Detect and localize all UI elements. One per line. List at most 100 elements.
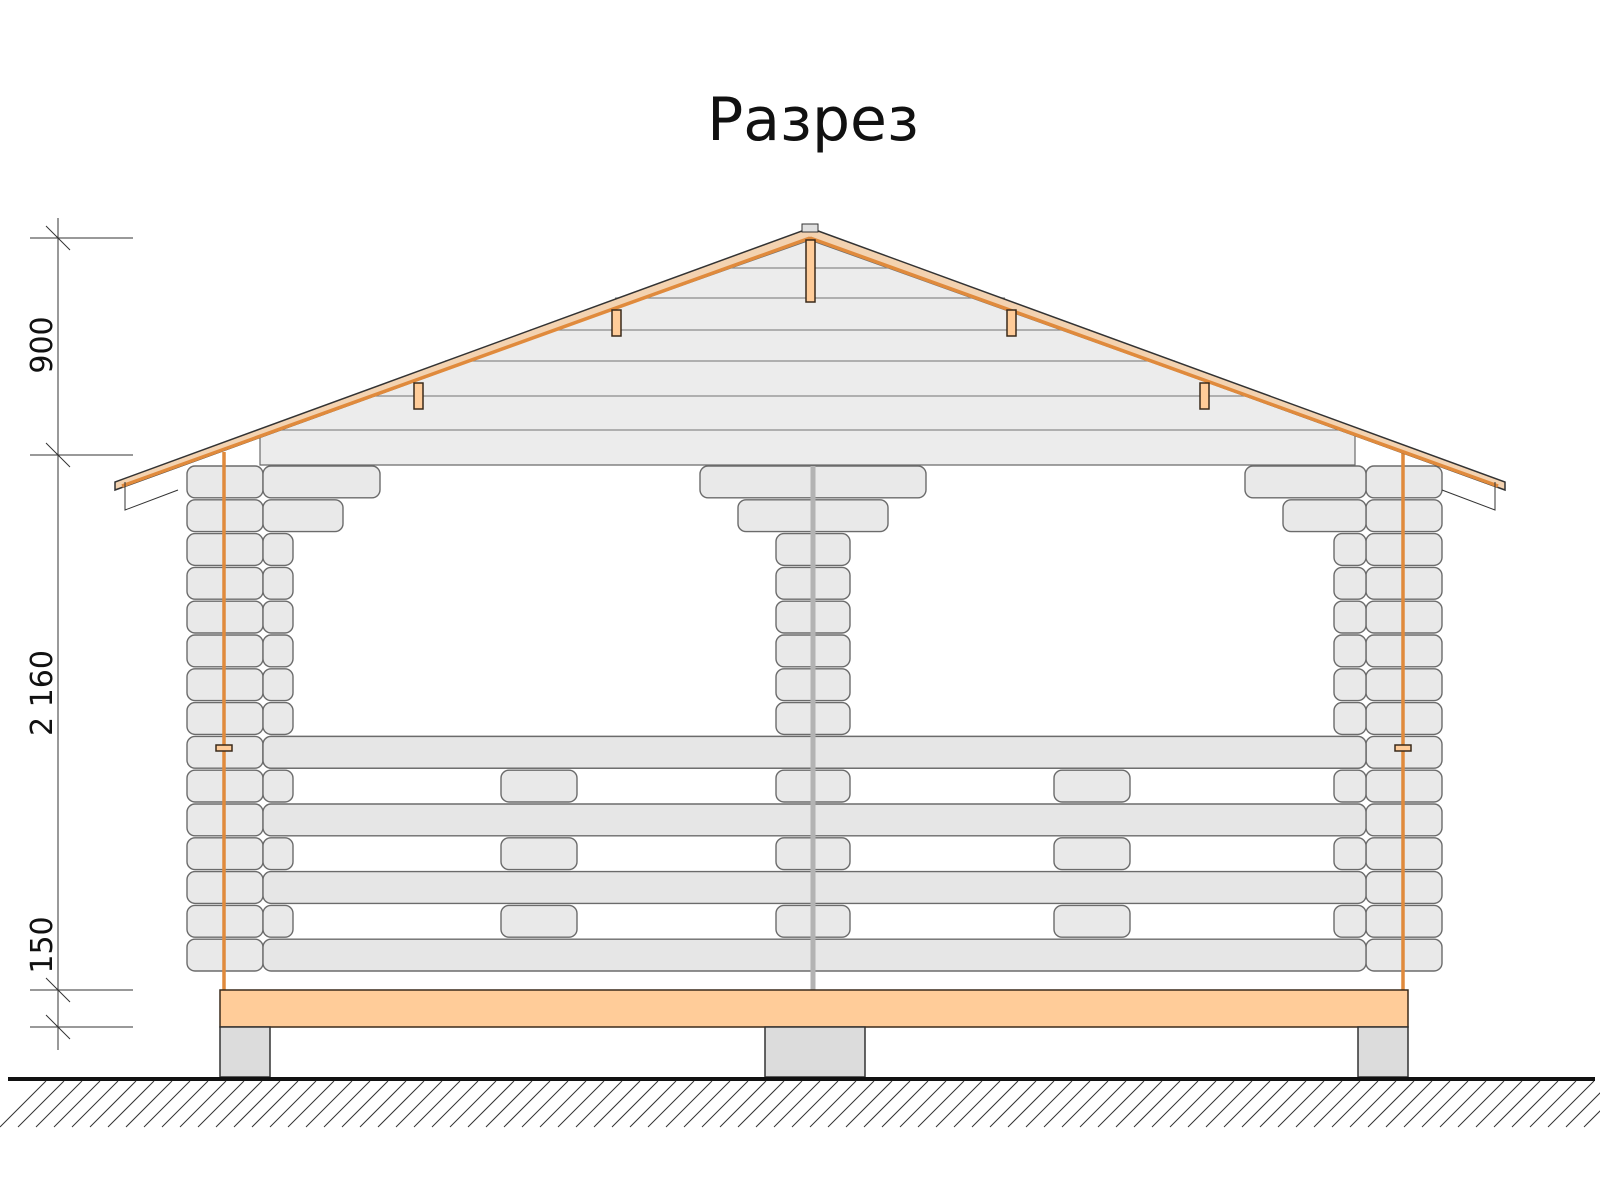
hatch-line [989, 1080, 1037, 1128]
log [1282, 499, 1367, 533]
ground [0, 1077, 1600, 1128]
hatch-line [701, 1080, 749, 1128]
hatch-line [1313, 1080, 1361, 1128]
log [500, 837, 578, 871]
log [1333, 634, 1367, 668]
hatch-line [881, 1080, 929, 1128]
hatch-line [449, 1080, 497, 1128]
hatch-line [971, 1080, 1019, 1128]
hatch-line [431, 1080, 479, 1128]
hatch-line [557, 1080, 605, 1128]
log [262, 532, 294, 567]
log [1333, 668, 1367, 702]
floor-beam [219, 989, 1409, 1028]
hatch-line [323, 1080, 371, 1128]
hatch-line [935, 1080, 983, 1128]
hatch-line [467, 1080, 515, 1128]
drawing-title: Разрез [707, 85, 919, 155]
hatch-line [539, 1080, 587, 1128]
hatch-line [503, 1080, 551, 1128]
hatch-line [1511, 1080, 1559, 1128]
log [262, 600, 294, 634]
hatch-line [233, 1080, 281, 1128]
hatch-line [1241, 1080, 1289, 1128]
hatch-line [773, 1080, 821, 1128]
log [1333, 600, 1367, 634]
log [1333, 904, 1367, 938]
ridge-post [805, 239, 816, 303]
log [1333, 701, 1367, 736]
roof [114, 223, 1506, 511]
log [262, 837, 294, 871]
hatch-line [953, 1080, 1001, 1128]
pier-right [1357, 1026, 1409, 1078]
hatch-line [575, 1080, 623, 1128]
log [1333, 532, 1367, 567]
hatch-line [35, 1080, 83, 1128]
hatch-line [1457, 1080, 1505, 1128]
hatch-line [287, 1080, 335, 1128]
hatch-line [1259, 1080, 1307, 1128]
hatch-line [395, 1080, 443, 1128]
dimension-base-height: 150 [25, 916, 60, 973]
hatch-line [1223, 1080, 1271, 1128]
hatch-line [1403, 1080, 1451, 1128]
log [1333, 837, 1367, 871]
hatch-line [791, 1080, 839, 1128]
hatch-line [107, 1080, 155, 1128]
pier-left [219, 1026, 271, 1078]
hatch-line [1097, 1080, 1145, 1128]
hatch-line [899, 1080, 947, 1128]
hatch-line [269, 1080, 317, 1128]
hatch-line [1205, 1080, 1253, 1128]
hatch-line [611, 1080, 659, 1128]
log [262, 904, 294, 938]
hatch-line [593, 1080, 641, 1128]
hatch-line [485, 1080, 533, 1128]
hatch-line [1421, 1080, 1469, 1128]
hatch-line [1583, 1110, 1600, 1128]
hatch-line [827, 1080, 875, 1128]
hatch-line [197, 1080, 245, 1128]
hatch-line [863, 1080, 911, 1128]
corner-posts [215, 452, 1412, 990]
hatch-line [125, 1080, 173, 1128]
hatch-line [71, 1080, 119, 1128]
log [500, 904, 578, 938]
log [262, 769, 294, 803]
hatch-line [629, 1080, 677, 1128]
hatch-line [1043, 1080, 1091, 1128]
log [262, 499, 344, 533]
hatch-line [179, 1080, 227, 1128]
hatch-line [1367, 1080, 1415, 1128]
hatch-line [1115, 1080, 1163, 1128]
hatch-line [521, 1080, 569, 1128]
hatch-line [251, 1080, 299, 1128]
hatch-line [0, 1080, 47, 1128]
log [262, 634, 294, 668]
hatch-line [1277, 1080, 1325, 1128]
hatch-line [1385, 1080, 1433, 1128]
hatch-line [755, 1080, 803, 1128]
log [1333, 566, 1367, 600]
log [1053, 769, 1131, 803]
hatch-line [17, 1080, 65, 1128]
pier-middle [764, 1026, 866, 1078]
hatch-line [1025, 1080, 1073, 1128]
hatch-line [1475, 1080, 1523, 1128]
hatch-line [1331, 1080, 1379, 1128]
hatch-line [737, 1080, 785, 1128]
hatch-line [161, 1080, 209, 1128]
hatch-line [1547, 1080, 1595, 1128]
hatch-line [215, 1080, 263, 1128]
hatch-line [305, 1080, 353, 1128]
hatch-line [665, 1080, 713, 1128]
dimension-wall-height: 2 160 [25, 650, 60, 736]
hatch-line [1133, 1080, 1181, 1128]
hatch-line [917, 1080, 965, 1128]
log [1244, 465, 1367, 499]
log [262, 566, 294, 600]
hatch-line [377, 1080, 425, 1128]
hatch-line [1439, 1080, 1487, 1128]
log [262, 465, 381, 499]
